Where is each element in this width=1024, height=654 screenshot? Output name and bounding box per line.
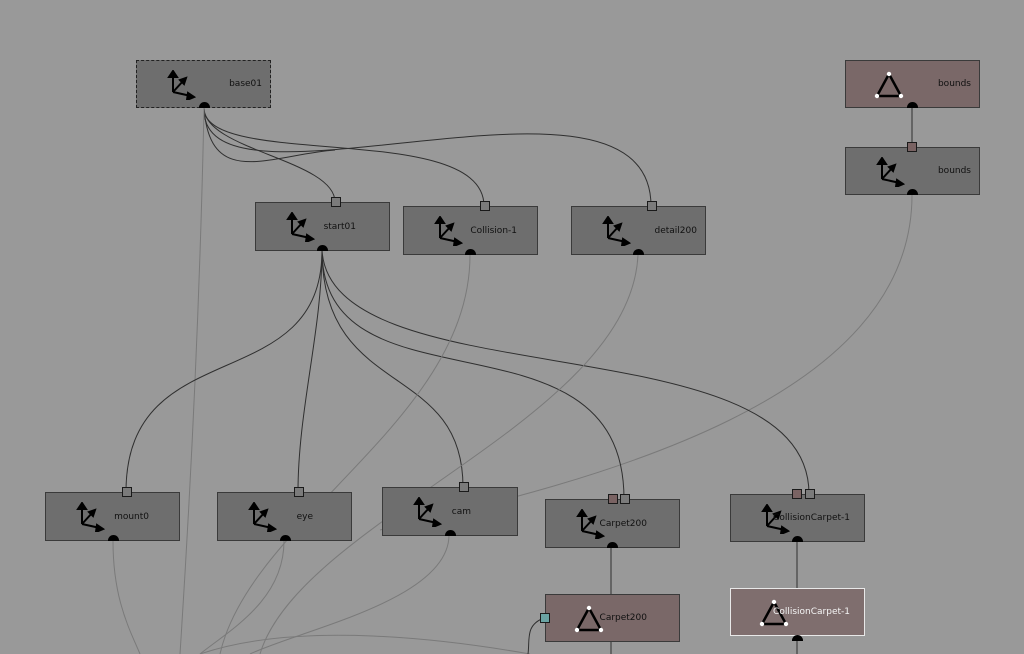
node-cam[interactable]: cam bbox=[382, 482, 518, 536]
node-base01[interactable]: base01 bbox=[136, 60, 271, 108]
wire-base01-start01 bbox=[203, 107, 336, 203]
node-eye[interactable]: eye bbox=[217, 487, 352, 541]
input-port[interactable] bbox=[647, 201, 657, 211]
shape-triangle-icon bbox=[874, 71, 904, 99]
node-label: cam bbox=[451, 506, 471, 517]
node-collisioncarpet-xf[interactable]: CollisionCarpet-1 bbox=[730, 489, 865, 542]
wire-collision1-down bbox=[219, 254, 471, 654]
output-port[interactable] bbox=[199, 102, 210, 108]
input-port[interactable] bbox=[805, 489, 815, 499]
output-port[interactable] bbox=[607, 542, 618, 548]
output-port[interactable] bbox=[445, 530, 456, 536]
input-port[interactable] bbox=[459, 482, 469, 492]
node-bounds-xf[interactable]: bounds bbox=[845, 142, 980, 195]
transform-axes-icon bbox=[761, 504, 791, 534]
node-label: mount0 bbox=[114, 511, 149, 522]
input-port[interactable] bbox=[907, 142, 917, 152]
wire-start01-cam bbox=[321, 249, 464, 488]
node-label: CollisionCarpet-1 bbox=[773, 607, 850, 617]
node-start01[interactable]: start01 bbox=[255, 197, 390, 251]
wire-start01-collcarpet bbox=[321, 249, 810, 495]
wire-base01-collision1 bbox=[203, 107, 485, 207]
node-label: eye bbox=[296, 511, 313, 522]
wire-mount0-down bbox=[112, 540, 141, 654]
transform-axes-icon bbox=[413, 497, 443, 527]
output-port[interactable] bbox=[633, 249, 644, 255]
wire-start01-eye bbox=[297, 249, 323, 493]
transform-axes-icon bbox=[576, 509, 606, 539]
node-label: Carpet200 bbox=[599, 613, 647, 623]
output-port[interactable] bbox=[465, 249, 476, 255]
node-label: Carpet200 bbox=[599, 518, 647, 529]
transform-axes-icon bbox=[434, 216, 464, 246]
input-port-shape[interactable] bbox=[608, 494, 618, 504]
node-label: start01 bbox=[323, 221, 356, 232]
node-detail200[interactable]: detail200 bbox=[571, 201, 706, 255]
wire-base01-down bbox=[179, 107, 205, 654]
transform-axes-icon bbox=[76, 502, 106, 532]
node-carpet200-shape[interactable]: Carpet200 bbox=[540, 594, 680, 642]
input-port[interactable] bbox=[620, 494, 630, 504]
transform-axes-icon bbox=[876, 157, 906, 187]
wire-eye-down bbox=[199, 540, 285, 654]
node-label: CollisionCarpet-1 bbox=[773, 513, 850, 523]
wire-bottom-arc bbox=[199, 634, 531, 654]
input-port[interactable] bbox=[480, 201, 490, 211]
output-port[interactable] bbox=[317, 245, 328, 251]
node-mount0[interactable]: mount0 bbox=[45, 487, 180, 541]
input-port[interactable] bbox=[294, 487, 304, 497]
transform-axes-icon bbox=[286, 212, 316, 242]
wire-detail200-down bbox=[259, 254, 639, 654]
wire-start01-mount0 bbox=[125, 249, 323, 493]
input-port-shape[interactable] bbox=[792, 489, 802, 499]
output-port[interactable] bbox=[907, 189, 918, 195]
output-port[interactable] bbox=[280, 535, 291, 541]
node-label: base01 bbox=[229, 79, 262, 89]
transform-axes-icon bbox=[248, 502, 278, 532]
shape-triangle-icon bbox=[574, 605, 604, 633]
input-port[interactable] bbox=[331, 197, 341, 207]
output-port[interactable] bbox=[792, 536, 803, 542]
output-port[interactable] bbox=[792, 635, 803, 641]
node-label: Collision-1 bbox=[470, 225, 517, 236]
node-collision-1[interactable]: Collision-1 bbox=[403, 201, 538, 255]
shape-triangle-icon bbox=[759, 599, 789, 627]
input-port-teal[interactable] bbox=[540, 613, 550, 623]
wire-start01-carpet200 bbox=[321, 249, 625, 500]
output-port[interactable] bbox=[907, 102, 918, 108]
node-bounds-shape[interactable]: bounds bbox=[845, 60, 980, 108]
node-collisioncarpet-shape[interactable]: CollisionCarpet-1 bbox=[730, 588, 865, 641]
wire-carpet200-teal bbox=[527, 617, 545, 654]
output-port[interactable] bbox=[108, 535, 119, 541]
node-label: bounds bbox=[937, 79, 971, 89]
transform-axes-icon bbox=[167, 70, 197, 100]
wire-base01-detail200 bbox=[203, 107, 652, 207]
node-label: bounds bbox=[937, 166, 971, 176]
wire-base01-extra bbox=[203, 107, 336, 163]
wire-cam-down bbox=[249, 534, 450, 654]
transform-axes-icon bbox=[602, 216, 632, 246]
node-carpet200-xf[interactable]: Carpet200 bbox=[545, 494, 680, 548]
input-port[interactable] bbox=[122, 487, 132, 497]
node-label: detail200 bbox=[654, 225, 697, 236]
